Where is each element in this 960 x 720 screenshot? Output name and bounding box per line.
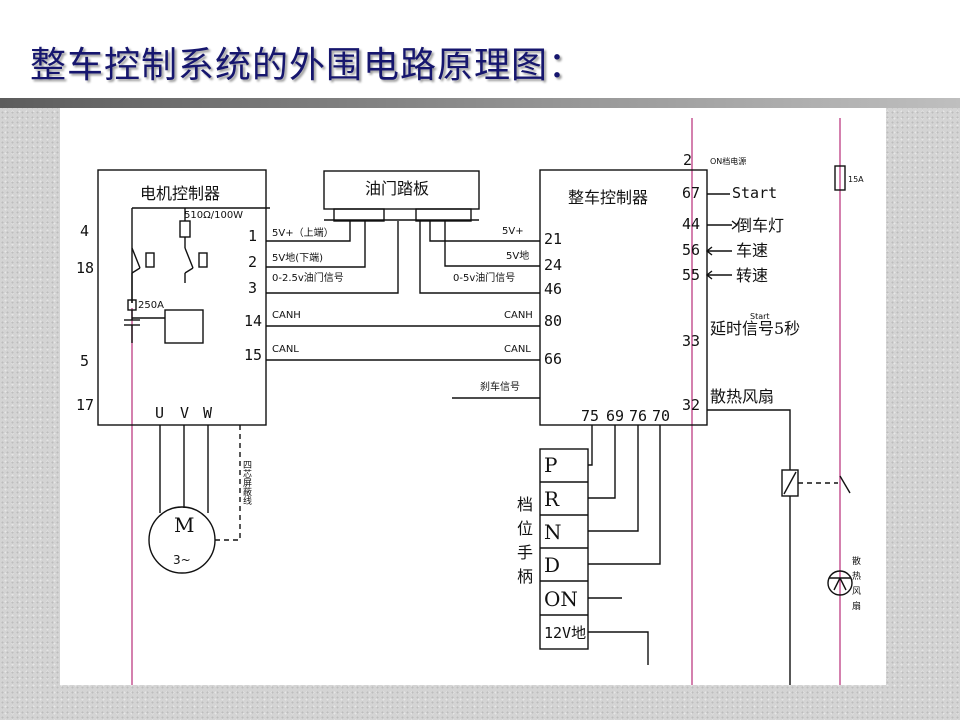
vcu-pin-24: 24 xyxy=(544,256,562,274)
mc-pin-18: 18 xyxy=(76,259,94,277)
vcu-pin-66: 66 xyxy=(544,350,562,368)
sig-throttle-5: 0-5v油门信号 xyxy=(453,271,515,284)
gear-label-1: 档 xyxy=(517,495,533,514)
pedal-box xyxy=(323,170,480,210)
contactor-main xyxy=(131,247,155,274)
mc-pin-15: 15 xyxy=(244,346,262,364)
gear-d: D xyxy=(544,553,560,577)
vcu-label: 整车控制器 xyxy=(568,188,648,207)
schematic-panel: 电机控制器 510Ω/100W 250A 4 18 5 17 1 2 3 14 … xyxy=(60,108,886,685)
vcu-pin-44: 44 xyxy=(682,215,700,233)
gear-label-2: 位 xyxy=(517,519,533,538)
sig-5v-gnd: 5V地(下端) xyxy=(272,251,323,264)
vcu-pin-32: 32 xyxy=(682,396,700,414)
resistor-rating: 510Ω/100W xyxy=(184,210,243,221)
vcu-pin-56: 56 xyxy=(682,241,700,259)
sig-canl-left: CANL xyxy=(272,344,299,355)
vcu-pin-76: 76 xyxy=(629,407,647,425)
vcu-pin-33: 33 xyxy=(682,332,700,350)
fan-label-4: 扇 xyxy=(852,600,861,612)
motor-controller-label: 电机控制器 xyxy=(140,184,220,203)
vcu-pin-75: 75 xyxy=(581,407,599,425)
gear-n: N xyxy=(544,520,562,544)
fuse-15a xyxy=(834,165,846,191)
encoder-cable xyxy=(215,425,241,541)
sig-canh-left: CANH xyxy=(272,310,301,321)
fan-label-3: 风 xyxy=(852,586,861,597)
sig-5v-gnd-r: 5V地 xyxy=(506,249,529,262)
precharge-resistor xyxy=(179,220,191,238)
sig-5v: 5V+ xyxy=(502,226,524,237)
sig-5v-top: 5V+（上端） xyxy=(272,226,334,239)
gear-12v-gnd: 12V地 xyxy=(544,624,586,642)
sig-brake: 刹车信号 xyxy=(480,380,520,393)
label-cooling-fan: 散热风扇 xyxy=(710,387,774,406)
phase-v: V xyxy=(180,404,189,422)
label-start-small: Start xyxy=(750,312,770,321)
gear-lever-box xyxy=(539,448,589,650)
vcu-pin-70: 70 xyxy=(652,407,670,425)
gear-label-4: 柄 xyxy=(517,567,533,586)
mc-pin-4: 4 xyxy=(80,222,89,240)
vcu-pin-46: 46 xyxy=(544,280,562,298)
fan-label-2: 热 xyxy=(852,570,861,582)
fuse-250a-label: 250A xyxy=(138,300,164,311)
label-delay-signal: 延时信号5秒 xyxy=(710,319,800,338)
mc-pin-17: 17 xyxy=(76,396,94,414)
page-title: 整车控制系统的外围电路原理图： xyxy=(30,45,586,86)
sig-throttle-25: 0-2.5v油门信号 xyxy=(272,271,344,284)
sig-canh-right: CANH xyxy=(504,310,533,321)
mc-pin-5: 5 xyxy=(80,352,89,370)
schematic-diagram: 电机控制器 510Ω/100W 250A 4 18 5 17 1 2 3 14 … xyxy=(76,118,864,685)
inverter-block xyxy=(164,309,204,344)
vcu-pin-69: 69 xyxy=(606,407,624,425)
vcu-pin-2: 2 xyxy=(683,151,692,169)
title-underline-bar xyxy=(0,98,960,108)
phase-u: U xyxy=(155,404,164,422)
pedal-label: 油门踏板 xyxy=(365,179,429,198)
fuse-15a-label: 15A xyxy=(848,175,864,184)
mc-pin-2: 2 xyxy=(248,253,257,271)
vcu-box xyxy=(539,169,708,426)
motor-sub: 3~ xyxy=(173,553,191,567)
fan-label-1: 散 xyxy=(852,555,861,567)
gear-label-3: 手 xyxy=(517,543,533,562)
fan-relay-contact xyxy=(839,475,851,494)
gear-r: R xyxy=(544,487,560,511)
motor-letter: M xyxy=(174,513,194,537)
encoder-label: 四芯屏蔽线 xyxy=(241,460,252,505)
sig-canl-right: CANL xyxy=(504,344,531,355)
label-on-power: ON档电源 xyxy=(710,156,746,166)
mc-pin-3: 3 xyxy=(248,279,257,297)
vcu-pin-55: 55 xyxy=(682,266,700,284)
vcu-pin-67: 67 xyxy=(682,184,700,202)
contactor-precharge xyxy=(184,247,208,274)
mc-pin-14: 14 xyxy=(244,312,262,330)
label-vehicle-speed: 车速 xyxy=(736,241,768,260)
label-reverse-light: 倒车灯 xyxy=(736,216,784,235)
title-area: 整车控制系统的外围电路原理图： xyxy=(0,0,960,108)
gear-p: P xyxy=(544,453,557,477)
label-start: Start xyxy=(732,184,777,202)
vcu-pin-21: 21 xyxy=(544,230,562,248)
gear-on: ON xyxy=(544,587,578,611)
fan-symbol xyxy=(827,570,853,596)
vcu-pin-80: 80 xyxy=(544,312,562,330)
motor-controller-box xyxy=(97,169,267,426)
label-rpm: 转速 xyxy=(736,266,768,285)
mc-pin-1: 1 xyxy=(248,227,257,245)
phase-w: W xyxy=(203,404,213,422)
